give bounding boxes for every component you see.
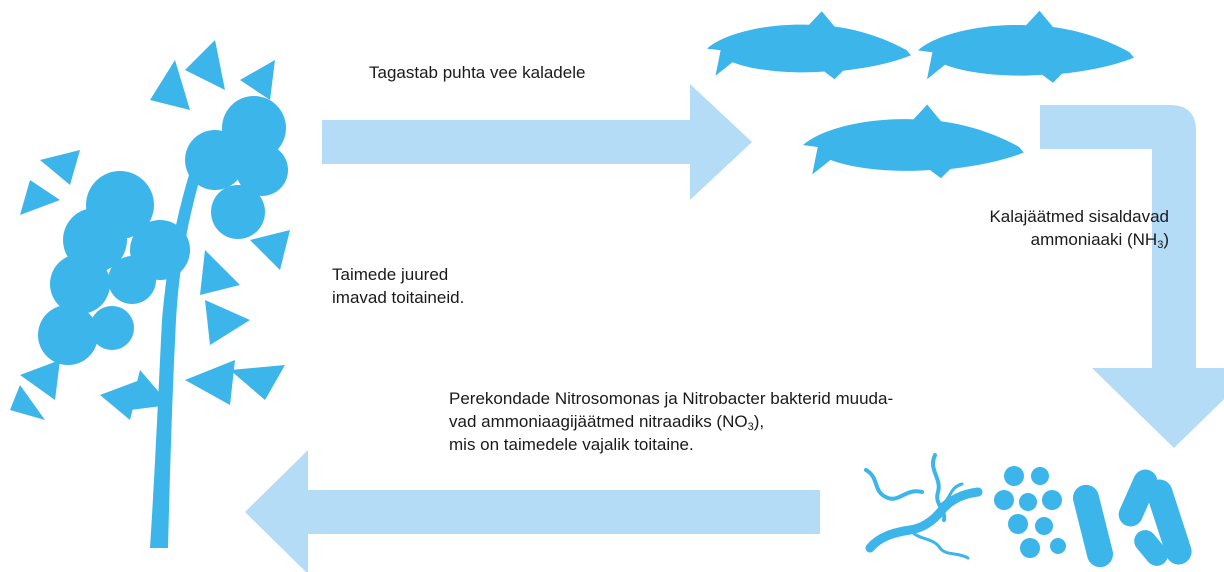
arrow-left [245, 450, 820, 572]
label-bacteria-subscript: 3 [747, 421, 754, 433]
label-clean-water-text: Tagastab puhta vee kaladele [369, 63, 586, 82]
bacteria-icon [864, 453, 1192, 568]
label-plant-roots-line1: Taimede juured [332, 265, 449, 284]
label-fish-waste-line2: ammoniaaki (NH3) [989, 228, 1169, 251]
fish-icon [707, 10, 1134, 179]
label-fish-waste-line2-text: ammoniaaki (NH [1030, 230, 1158, 249]
arrow-right [322, 84, 752, 200]
arrow-down-bend [1040, 105, 1224, 448]
label-plant-roots: Taimede juured imavad toitaineid. [332, 263, 464, 309]
label-bacteria-line3: mis on taimedele vajalik toitaine. [449, 435, 694, 454]
label-bacteria-line2-text: vad ammoniaagijäätmed nitraadiks (NO [449, 412, 748, 431]
plant-icon [10, 40, 290, 548]
label-bacteria-line2: vad ammoniaagijäätmed nitraadiks (NO3), [449, 410, 893, 433]
label-plant-roots-line2: imavad toitaineid. [332, 288, 465, 307]
label-bacteria-line1: Perekondade Nitrosomonas ja Nitrobacter … [449, 389, 894, 408]
label-clean-water: Tagastab puhta vee kaladele [369, 61, 585, 84]
label-bacteria-line2-end: ), [753, 412, 765, 431]
label-fish-waste: Kalajäätmed sisaldavad ammoniaaki (NH3) [989, 205, 1169, 251]
label-bacteria: Perekondade Nitrosomonas ja Nitrobacter … [449, 387, 893, 456]
label-fish-waste-line2-end: ) [1163, 230, 1169, 249]
label-fish-waste-subscript: 3 [1157, 239, 1164, 251]
label-fish-waste-line1: Kalajäätmed sisaldavad [989, 207, 1169, 226]
